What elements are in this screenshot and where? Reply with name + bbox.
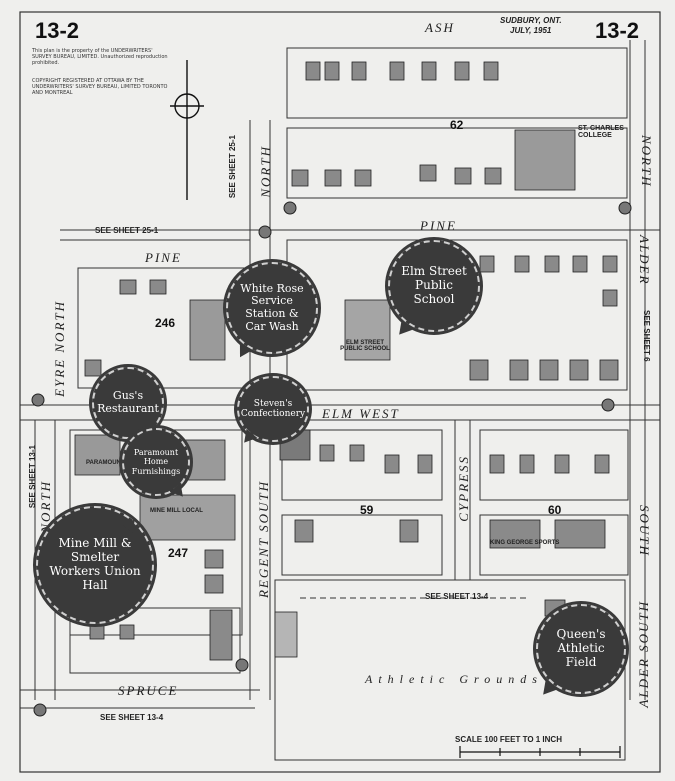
copyright-registration: COPYRIGHT REGISTERED AT OTTAWA BY THE UN… xyxy=(32,78,168,96)
street-eyre-north: EYRE NORTH xyxy=(52,300,67,397)
bubble-paramount[interactable]: Paramount Home Furnishings xyxy=(119,425,193,502)
sheet-number-right: 13-2 xyxy=(595,18,640,43)
bubble-gus-label: Gus's Restaurant xyxy=(97,389,159,415)
bubble-queens-label: Queen's Athletic Field xyxy=(556,627,606,669)
label-athletic-grounds: Athletic Grounds xyxy=(365,672,543,686)
block-62: 62 xyxy=(450,118,464,132)
bubble-mine-mill-hall[interactable]: Mine Mill & Smelter Workers Union Hall xyxy=(33,503,157,627)
see-sheet-13-4-middle: SEE SHEET 13-4 xyxy=(425,592,489,601)
street-pine-top: PINE xyxy=(420,218,457,233)
street-elm-west: ELM WEST xyxy=(322,406,400,421)
bubble-elm-street-label: Elm Street Public School xyxy=(401,264,467,306)
street-cypress: CYPRESS xyxy=(456,455,471,522)
bubble-elm-street-school[interactable]: Elm Street Public School xyxy=(385,237,483,340)
block-246: 246 xyxy=(155,316,176,330)
scale-bar-icon xyxy=(459,746,621,758)
copyright-notice: This plan is the property of the UNDERWR… xyxy=(32,48,168,66)
see-sheet-25-1-horizontal: SEE SHEET 25-1 xyxy=(95,226,159,235)
sheet-number-left: 13-2 xyxy=(35,18,80,43)
street-south-right: SOUTH xyxy=(637,505,652,557)
label-elm-school-building: ELM STREET PUBLIC SCHOOL xyxy=(340,340,390,352)
see-sheet-13-1: SEE SHEET 13-1 xyxy=(28,445,37,509)
compass-icon xyxy=(170,60,204,200)
bubble-queens-athletic-field[interactable]: Queen's Athletic Field xyxy=(533,601,629,700)
see-sheet-25-1-vertical: SEE SHEET 25-1 xyxy=(228,135,237,199)
bubble-white-rose[interactable]: White Rose Service Station & Car Wash xyxy=(223,259,321,361)
block-59: 59 xyxy=(360,503,374,517)
see-sheet-6: SEE SHEET 6 xyxy=(642,310,651,362)
bubble-paramount-label: Paramount Home Furnishings xyxy=(131,448,181,476)
street-alder-south: ALDER SOUTH xyxy=(636,600,651,708)
bubble-gus-restaurant[interactable]: Gus's Restaurant xyxy=(89,364,167,445)
street-pine-left: PINE xyxy=(145,250,182,265)
sheet-date: JULY, 1951 xyxy=(510,26,552,35)
street-alder-north: ALDER xyxy=(637,235,652,286)
see-sheet-13-4-bottom: SEE SHEET 13-4 xyxy=(100,713,164,722)
sheet-city: SUDBURY, ONT. xyxy=(500,16,562,25)
label-scale: SCALE 100 FEET TO 1 INCH xyxy=(455,735,562,744)
label-paramount-building: PARAMOUNT xyxy=(86,460,125,466)
bubble-white-rose-label: White Rose Service Station & Car Wash xyxy=(240,281,304,333)
label-mine-mill-building: MINE MILL LOCAL xyxy=(150,508,203,514)
street-ash: ASH xyxy=(425,20,455,35)
label-st-charles: ST. CHARLES COLLEGE xyxy=(578,125,624,139)
label-king-george-building: KING GEORGE SPORTS xyxy=(490,540,560,546)
bubble-stevens-label: Steven's Confectionery xyxy=(240,398,306,419)
block-247: 247 xyxy=(168,546,189,560)
street-regent-south: REGENT SOUTH xyxy=(256,480,271,599)
bubble-stevens-confectionery[interactable]: Steven's Confectionery xyxy=(234,373,312,448)
bubble-mine-mill-label: Mine Mill & Smelter Workers Union Hall xyxy=(49,536,141,592)
street-spruce: SPRUCE xyxy=(118,683,179,698)
street-north-upper: NORTH xyxy=(258,145,273,198)
block-60: 60 xyxy=(548,503,562,517)
street-north-right: NORTH xyxy=(639,135,654,188)
